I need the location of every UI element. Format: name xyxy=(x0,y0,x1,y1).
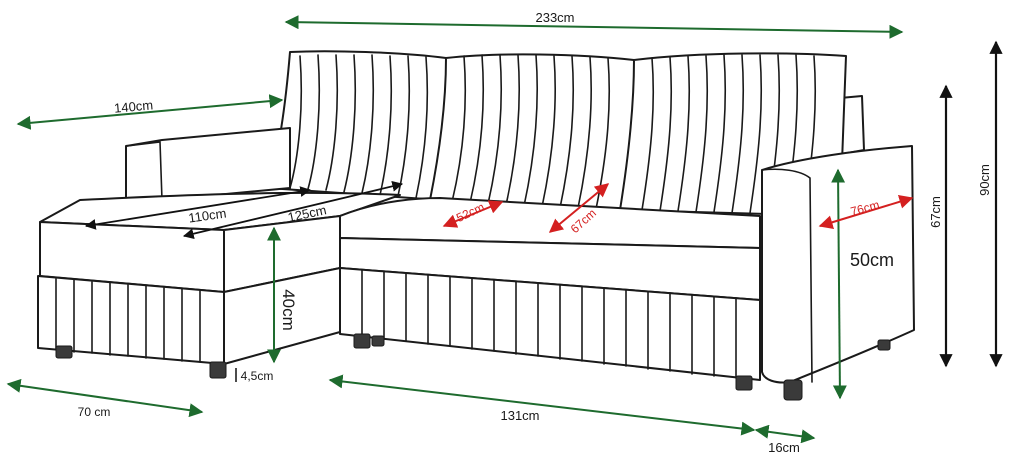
main-seat xyxy=(339,197,761,391)
label-armrest-width: 16cm xyxy=(768,440,800,455)
label-total-width: 233cm xyxy=(535,10,574,25)
main-base-pleats xyxy=(361,269,737,379)
label-chaise-inner-width: 110cm xyxy=(187,205,227,225)
label-total-height: 90cm xyxy=(977,164,992,196)
label-armrest-height: 50cm xyxy=(850,250,894,270)
label-chaise-width: 70 cm xyxy=(78,405,111,419)
back-cushions xyxy=(267,50,847,217)
label-chaise-length: 140cm xyxy=(114,97,154,115)
sofa-illustration xyxy=(37,50,915,401)
dimension-lines xyxy=(6,15,1003,444)
chaise-base-pleats xyxy=(55,278,201,363)
label-leg-height: 4,5cm xyxy=(241,369,274,383)
label-seat-height: 40cm xyxy=(279,289,298,331)
label-backrest-height: 67cm xyxy=(928,196,943,228)
label-base-length: 131cm xyxy=(500,408,539,423)
dimension-labels: 233cm 140cm 110cm 125cm 52cm 67cm 76cm 4… xyxy=(78,10,992,455)
cushion-pleats xyxy=(289,54,817,216)
